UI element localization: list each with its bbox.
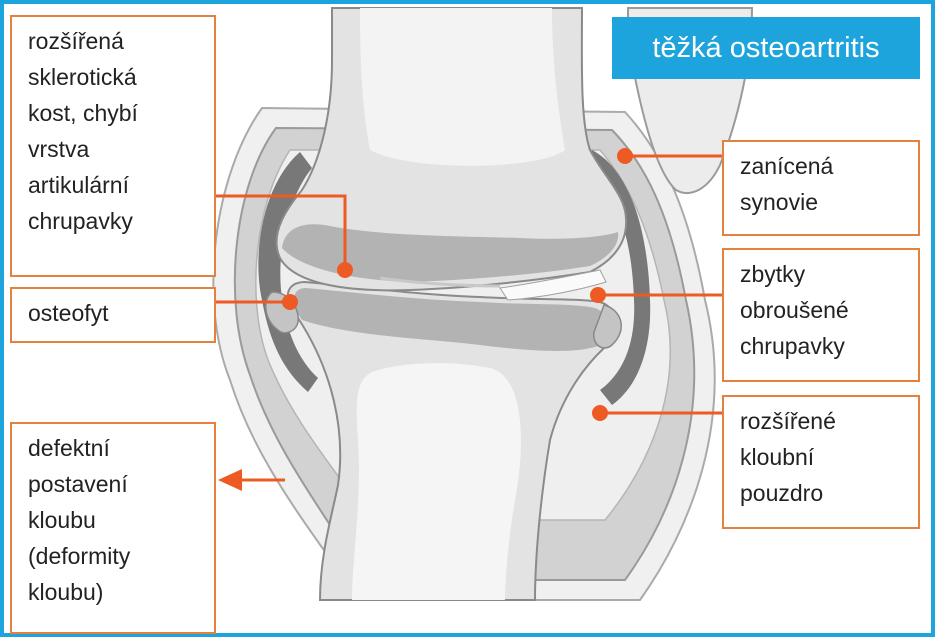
diagram-title: těžká osteoartritis — [612, 17, 920, 79]
dot-cartilage — [590, 287, 606, 303]
label-sclerotic-bone: rozšířená sklerotická kost, chybí vrstva… — [10, 15, 216, 277]
label-line: postavení — [28, 466, 200, 502]
dot-synovium — [617, 148, 633, 164]
label-line: kloubu) — [28, 574, 200, 610]
label-line: (deformity — [28, 538, 200, 574]
label-line: kloubu — [28, 502, 200, 538]
label-line: rozšířená — [28, 23, 200, 59]
label-line: chrupavky — [28, 203, 200, 239]
femur-shaft-highlight — [360, 8, 565, 166]
label-line: chrupavky — [740, 328, 904, 364]
label-line: zanícená — [740, 148, 904, 184]
label-line: rozšířené — [740, 403, 904, 439]
label-line: artikulární — [28, 167, 200, 203]
label-line: zbytky — [740, 256, 904, 292]
dot-sclerotic — [337, 262, 353, 278]
label-line: obroušené — [740, 292, 904, 328]
label-line: sklerotická — [28, 59, 200, 95]
label-line: synovie — [740, 184, 904, 220]
dot-capsule — [592, 405, 608, 421]
label-line: defektní — [28, 430, 200, 466]
label-line: kloubní — [740, 439, 904, 475]
label-inflamed-synovium: zanícená synovie — [722, 140, 920, 236]
label-joint-capsule: rozšířené kloubní pouzdro — [722, 395, 920, 529]
label-cartilage-remnants: zbytky obroušené chrupavky — [722, 248, 920, 382]
tibia-shaft-highlight — [352, 363, 521, 600]
deformity-arrow-head — [218, 469, 242, 491]
label-line: pouzdro — [740, 475, 904, 511]
label-line: vrstva — [28, 131, 200, 167]
dot-osteophyte — [282, 294, 298, 310]
label-line: osteofyt — [28, 295, 200, 331]
label-osteophyte: osteofyt — [10, 287, 216, 343]
label-line: kost, chybí — [28, 95, 200, 131]
label-joint-deformity: defektní postavení kloubu (deformity klo… — [10, 422, 216, 634]
